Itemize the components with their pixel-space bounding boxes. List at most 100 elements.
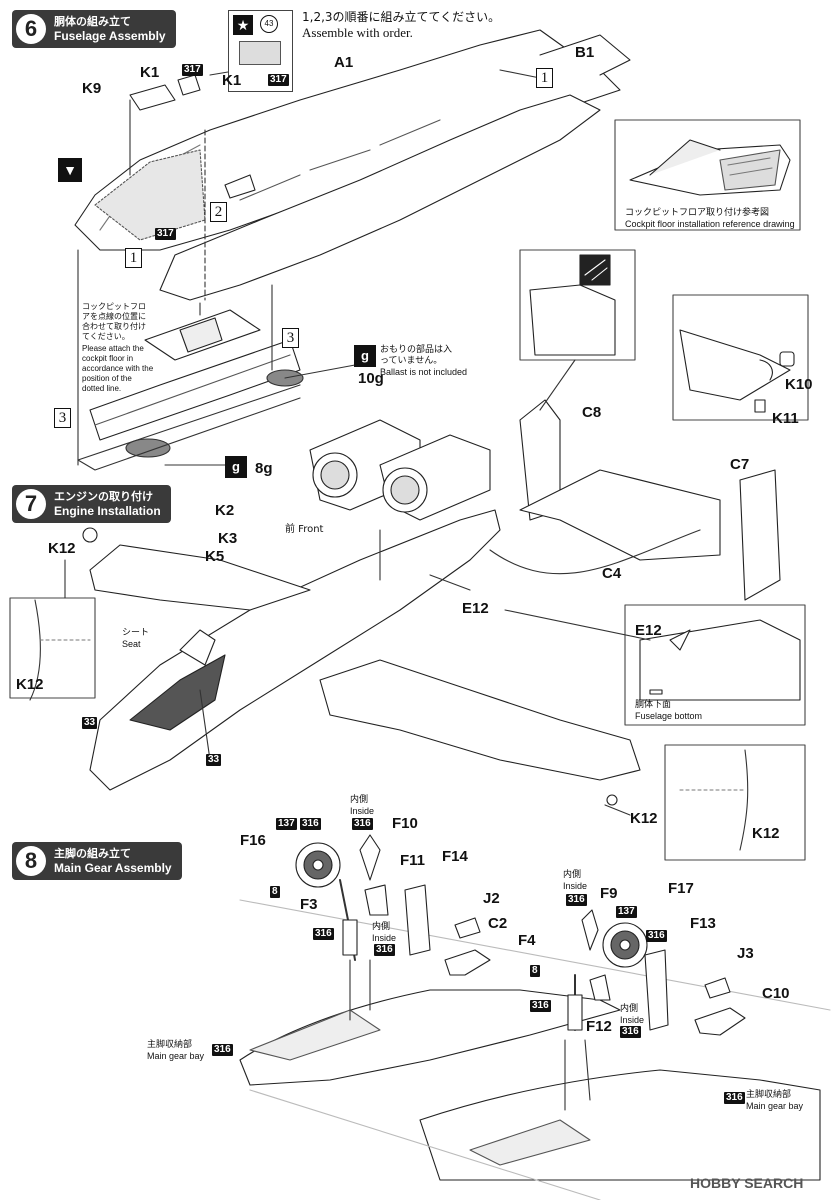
seat-label-en: Seat [122,639,141,649]
part-label: F3 [300,896,318,913]
paint-code: 317 [182,64,203,76]
inside-label-jp: 内側 [563,870,582,880]
gear-bay-jp: 主脚収納部 [147,1040,193,1050]
step-title-en: Engine Installation [54,503,161,518]
ballast-weight: 10g [358,370,384,387]
part-label: K12 [16,676,44,693]
front-label: 前 Front [285,524,324,535]
step-title-jp: 胴体の組み立て [54,14,131,28]
tail-assembly [489,249,781,601]
part-label: K1 [222,72,242,89]
part-label: F10 [392,815,418,832]
inside-label-en: Inside [350,806,375,816]
part-label: K12 [630,810,658,827]
paint-code: 317 [268,74,289,86]
left-gear-parts [295,834,491,1021]
seat-label-jp: シート [122,628,150,638]
part-label: K5 [205,548,225,565]
part-label: F12 [586,1018,612,1035]
order-number: 1 [536,68,553,88]
gear-bay-jp: 主脚収納部 [746,1090,792,1100]
inside-label-jp: 内側 [620,1004,639,1014]
part-label: F17 [668,880,694,897]
part-label: K9 [82,80,102,97]
order-note-jp: 1,2,3の順番に組み立ててください。 [302,10,501,24]
paint-code: 316 [352,818,373,830]
step-title-en: Main Gear Assembly [54,860,172,875]
cockpit-floor [77,309,304,471]
part-label: F4 [518,932,536,949]
order-number: 1 [125,248,142,268]
part-label: F13 [690,915,716,932]
order-number: 3 [54,408,71,428]
paint-code: 316 [374,944,395,956]
part-label: A1 [334,54,354,71]
paint-code: 33 [206,754,222,766]
ballast-weight-icon: g [225,456,247,478]
paint-code: 33 [82,717,98,729]
wing-gear-section [239,899,831,1200]
decal-number: 43 [260,15,278,33]
part-label: F11 [400,852,426,869]
fuselage-halves [74,29,631,301]
part-label: J3 [737,945,754,962]
part-label: K11 [772,410,799,427]
part-label: F9 [600,885,618,902]
engine-nacelles [309,419,491,581]
paint-code: 316 [300,818,321,830]
paint-code: 137 [276,818,297,830]
paint-code: 316 [620,1026,641,1038]
cockpit-ref-en: Cockpit floor installation reference dra… [625,219,795,229]
part-label: K10 [785,376,813,393]
step-7-header: 7 エンジンの取り付け Engine Installation [12,485,171,523]
part-label: E12 [462,600,489,617]
right-gear-parts [564,909,746,1111]
order-number: 2 [210,202,227,222]
inside-label-jp: 内側 [350,795,369,805]
part-label: K12 [752,825,780,842]
paint-code: 8 [530,965,540,977]
part-label: C4 [602,565,622,582]
step-title-jp: 主脚の組み立て [54,846,131,860]
fuselage-bottom-en: Fuselage bottom [635,711,703,721]
part-label: E12 [635,622,662,639]
star-icon: ★ [233,15,253,35]
inside-label-en: Inside [620,1015,645,1025]
paint-code: 137 [616,906,637,918]
insignia-decal-box: ★ 43 [228,10,293,92]
part-label: C8 [582,404,602,421]
part-label: C7 [730,456,750,473]
watermark: HOBBY SEARCH [690,1175,804,1191]
paint-code: 317 [155,228,176,240]
paint-code: 316 [724,1092,745,1104]
part-label: K1 [140,64,160,81]
aircraft-main-body [89,509,641,791]
part-label: C10 [762,985,790,1002]
paint-code: 316 [530,1000,551,1012]
paint-code: 316 [313,928,334,940]
part-label: C2 [488,915,508,932]
ballast-note-jp: おもりの部品は入っていません。 [380,345,453,366]
ballast-weight-icon: g [354,345,376,367]
cockpit-floor-note-jp: コックピットフロアを点線の位置に合わせて取り付けてください。 [82,302,146,341]
part-label: B1 [575,44,595,61]
ballast-weight: 8g [255,460,273,477]
paint-code: 316 [646,930,667,942]
gear-bay-en: Main gear bay [746,1101,804,1111]
step-number: 6 [16,14,46,44]
cockpit-reference-drawing [629,139,791,196]
step-8-header: 8 主脚の組み立て Main Gear Assembly [12,842,182,880]
glue-icon: ▼ [58,158,82,182]
part-label: K2 [215,502,235,519]
ballast-note-en: Ballast is not included [380,367,468,377]
step-6-header: 6 胴体の組み立て Fuselage Assembly [12,10,176,48]
fuselage-bottom-jp: 胴体下面 [635,700,672,710]
inside-label-jp: 内側 [372,922,391,932]
paint-code: 316 [566,894,587,906]
order-note: 1,2,3の順番に組み立ててください。 Assemble with order. [302,10,500,40]
instrument-panel-icon [239,41,281,65]
order-number: 3 [282,328,299,348]
step-number: 8 [16,846,46,876]
part-label: K3 [218,530,238,547]
